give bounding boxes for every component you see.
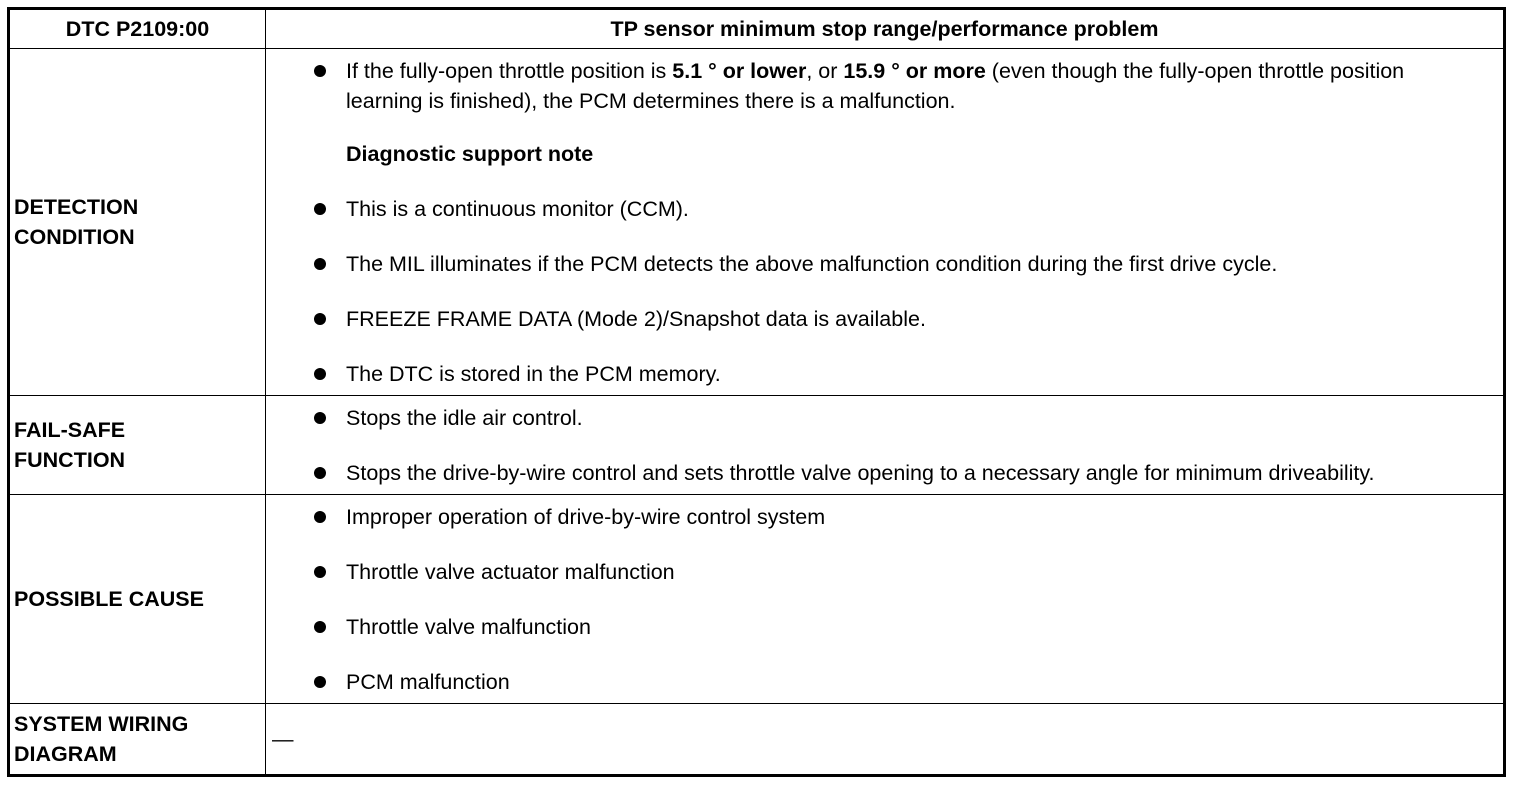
bullet-dot-icon bbox=[314, 467, 326, 479]
bullet-dot-icon bbox=[314, 511, 326, 523]
detection-threshold-low: 5.1 ° or lower bbox=[672, 59, 807, 83]
detection-label-line1: DETECTION bbox=[14, 195, 139, 219]
wiring-label-line1: SYSTEM WIRING bbox=[14, 712, 189, 736]
list-item: The DTC is stored in the PCM memory. bbox=[266, 359, 1503, 389]
list-item: Throttle valve actuator malfunction bbox=[266, 557, 1503, 587]
note-text: This is a continuous monitor (CCM). bbox=[346, 197, 689, 221]
bullet-dot-icon bbox=[314, 676, 326, 688]
detection-text-part3: (even though the fully-open throttle pos… bbox=[346, 59, 1405, 113]
cause-text: Throttle valve malfunction bbox=[346, 615, 591, 639]
possible-cause-label: POSSIBLE CAUSE bbox=[8, 494, 266, 704]
system-wiring-label: SYSTEM WIRING DIAGRAM bbox=[8, 703, 266, 776]
note-text: The MIL illuminates if the PCM detects t… bbox=[346, 252, 1278, 276]
bullet-dot-icon bbox=[314, 368, 326, 380]
detection-bullet-list: If the fully-open throttle position is 5… bbox=[266, 56, 1503, 116]
note-text: FREEZE FRAME DATA (Mode 2)/Snapshot data… bbox=[346, 307, 926, 331]
wiring-dash: — bbox=[272, 727, 294, 751]
possible-cause-content: Improper operation of drive-by-wire cont… bbox=[265, 494, 1505, 704]
fail-safe-row: FAIL-SAFE FUNCTION Stops the idle air co… bbox=[8, 395, 1505, 495]
cause-text: PCM malfunction bbox=[346, 670, 510, 694]
cause-text: Throttle valve actuator malfunction bbox=[346, 560, 675, 584]
bullet-dot-icon bbox=[314, 313, 326, 325]
list-item: Improper operation of drive-by-wire cont… bbox=[266, 502, 1503, 532]
list-item: This is a continuous monitor (CCM). bbox=[266, 194, 1503, 224]
system-wiring-value: — bbox=[265, 703, 1505, 776]
possible-cause-list: Improper operation of drive-by-wire cont… bbox=[266, 502, 1503, 697]
bullet-dot-icon bbox=[314, 566, 326, 578]
list-item: Stops the idle air control. bbox=[266, 403, 1503, 433]
fail-safe-list: Stops the idle air control. Stops the dr… bbox=[266, 403, 1503, 488]
detection-condition-row: DETECTION CONDITION If the fully-open th… bbox=[8, 48, 1505, 396]
fail-safe-label-line1: FAIL-SAFE bbox=[14, 418, 126, 442]
detection-text-part1: If the fully-open throttle position is bbox=[346, 59, 673, 83]
dtc-code: DTC P2109:00 bbox=[8, 8, 266, 49]
detection-condition-label: DETECTION CONDITION bbox=[8, 48, 266, 396]
system-wiring-row: SYSTEM WIRING DIAGRAM — bbox=[8, 703, 1505, 776]
fail-safe-text: Stops the drive-by-wire control and sets… bbox=[346, 461, 1375, 485]
dtc-table: DTC P2109:00 TP sensor minimum stop rang… bbox=[7, 7, 1506, 777]
list-item: Throttle valve malfunction bbox=[266, 612, 1503, 642]
diagnostic-notes-list: This is a continuous monitor (CCM). The … bbox=[266, 194, 1503, 389]
detection-label-line2: CONDITION bbox=[14, 225, 135, 249]
cause-text: Improper operation of drive-by-wire cont… bbox=[346, 505, 826, 529]
list-item: FREEZE FRAME DATA (Mode 2)/Snapshot data… bbox=[266, 304, 1503, 334]
diagnostic-support-note-heading: Diagnostic support note bbox=[346, 142, 594, 166]
list-item: The MIL illuminates if the PCM detects t… bbox=[266, 249, 1503, 279]
wiring-label-line2: DIAGRAM bbox=[14, 742, 117, 766]
note-text: The DTC is stored in the PCM memory. bbox=[346, 362, 721, 386]
detection-text-part2: , or bbox=[806, 59, 844, 83]
fail-safe-content: Stops the idle air control. Stops the dr… bbox=[265, 395, 1505, 495]
dtc-title: TP sensor minimum stop range/performance… bbox=[265, 8, 1505, 49]
list-item: PCM malfunction bbox=[266, 667, 1503, 697]
fail-safe-label: FAIL-SAFE FUNCTION bbox=[8, 395, 266, 495]
detection-condition-content: If the fully-open throttle position is 5… bbox=[265, 48, 1505, 396]
bullet-dot-icon bbox=[314, 412, 326, 424]
list-item: If the fully-open throttle position is 5… bbox=[266, 56, 1503, 116]
bullet-dot-icon bbox=[314, 258, 326, 270]
fail-safe-label-line2: FUNCTION bbox=[14, 448, 126, 472]
bullet-dot-icon bbox=[314, 65, 326, 77]
bullet-dot-icon bbox=[314, 203, 326, 215]
list-item: Stops the drive-by-wire control and sets… bbox=[266, 458, 1503, 488]
bullet-dot-icon bbox=[314, 621, 326, 633]
possible-cause-row: POSSIBLE CAUSE Improper operation of dri… bbox=[8, 494, 1505, 704]
header-row: DTC P2109:00 TP sensor minimum stop rang… bbox=[8, 8, 1505, 49]
fail-safe-text: Stops the idle air control. bbox=[346, 406, 583, 430]
detection-threshold-high: 15.9 ° or more bbox=[843, 59, 986, 83]
